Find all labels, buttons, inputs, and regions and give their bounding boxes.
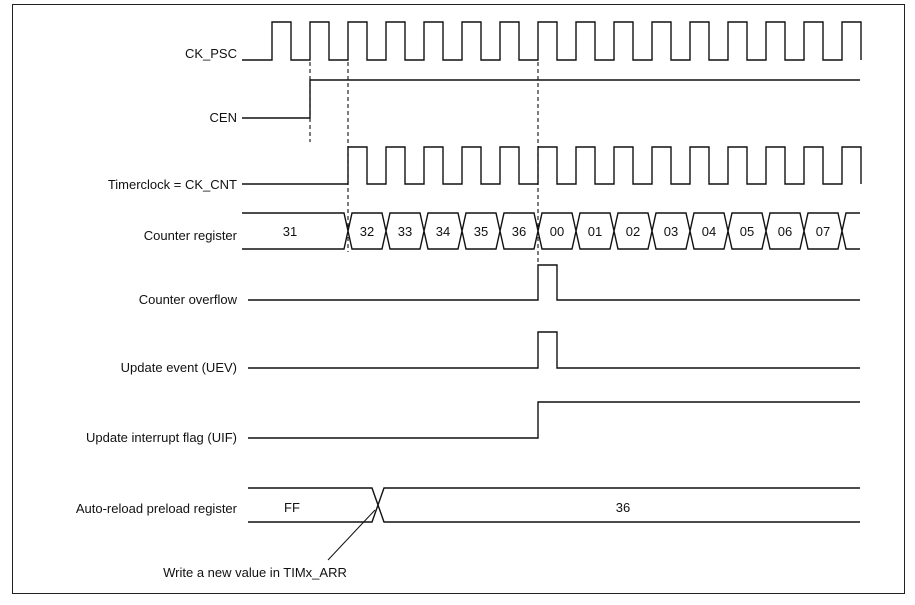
counter-value: 04 <box>702 224 716 239</box>
counter-value: 31 <box>283 224 297 239</box>
cen-waveform <box>242 79 860 119</box>
counter-value: 03 <box>664 224 678 239</box>
timerclock-label: Timerclock = CK_CNT <box>108 177 237 192</box>
counter-value: 06 <box>778 224 792 239</box>
uif-waveform <box>248 401 860 439</box>
counter-value: 07 <box>816 224 830 239</box>
arr-value-old: FF <box>284 500 300 515</box>
counter-overflow-waveform <box>248 264 860 301</box>
counter-value: 36 <box>512 224 526 239</box>
arr-value-new: 36 <box>616 500 630 515</box>
ck-psc-label: CK_PSC <box>185 46 237 61</box>
ck-psc-waveform <box>242 21 862 61</box>
counter-value: 34 <box>436 224 450 239</box>
counter-value: 35 <box>474 224 488 239</box>
counter-value: 01 <box>588 224 602 239</box>
arr-preload-label: Auto-reload preload register <box>76 501 238 516</box>
update-event-label: Update event (UEV) <box>121 360 237 375</box>
counter-overflow-label: Counter overflow <box>139 292 238 307</box>
annotation-pointer-line <box>327 509 376 561</box>
update-event-waveform <box>248 331 860 369</box>
arr-preload-bus <box>248 487 860 523</box>
counter-value: 05 <box>740 224 754 239</box>
counter-value: 00 <box>550 224 564 239</box>
counter-register-bus <box>242 212 860 250</box>
annotation-text: Write a new value in TIMx_ARR <box>163 565 347 580</box>
uif-label: Update interrupt flag (UIF) <box>86 430 237 445</box>
timing-diagram-frame <box>12 4 905 594</box>
counter-value: 02 <box>626 224 640 239</box>
counter-register-label: Counter register <box>144 228 238 243</box>
timerclock-waveform <box>242 146 862 185</box>
counter-value: 33 <box>398 224 412 239</box>
cen-label: CEN <box>210 110 237 125</box>
counter-value: 32 <box>360 224 374 239</box>
